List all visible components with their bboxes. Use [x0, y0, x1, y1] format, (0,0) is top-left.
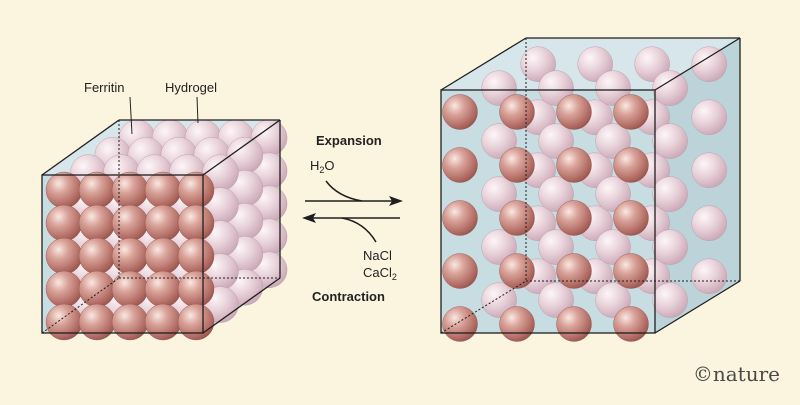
hydrogel-leader: [196, 96, 199, 124]
cube-front-edge: [440, 89, 656, 334]
hydrogel-label: Hydrogel: [165, 80, 218, 95]
cube-edge: [654, 37, 741, 91]
ferritin-sphere: [177, 303, 215, 341]
ferritin-sphere: [111, 303, 149, 341]
ferritin-sphere: [613, 200, 649, 236]
copyright-symbol: ©: [692, 362, 713, 386]
ferritin-sphere: [177, 270, 215, 308]
ferritin-sphere: [613, 94, 649, 130]
ferritin-sphere: [691, 152, 727, 188]
ferritin-sphere: [78, 171, 116, 209]
ferritin-leader: [129, 96, 133, 135]
ferritin-sphere: [691, 258, 727, 294]
forward-arrowhead: [389, 196, 403, 206]
salt-curve: [341, 217, 377, 243]
ferritin-sphere: [144, 270, 182, 308]
ferritin-sphere: [111, 237, 149, 275]
ferritin-sphere: [45, 303, 83, 341]
ferritin-sphere: [144, 204, 182, 242]
ferritin-sphere: [652, 176, 688, 212]
ferritin-sphere: [442, 253, 478, 289]
ferritin-sphere: [442, 94, 478, 130]
ferritin-sphere: [499, 306, 535, 342]
ferritin-sphere: [45, 270, 83, 308]
cube-front-edge: [41, 174, 204, 334]
logo-wordmark: nature: [712, 362, 780, 386]
ferritin-sphere: [691, 205, 727, 241]
ferritin-sphere: [442, 200, 478, 236]
ferritin-sphere: [613, 253, 649, 289]
ferritin-label: Ferritin: [84, 80, 125, 95]
ferritin-sphere: [556, 306, 592, 342]
contracted-hydrogel-cube: [41, 119, 288, 341]
ferritin-sphere: [691, 99, 727, 135]
ferritin-sphere: [111, 171, 149, 209]
ferritin-sphere: [442, 306, 478, 342]
equilibrium-arrows: [302, 180, 403, 243]
expanded-hydrogel-cube: [440, 37, 741, 342]
ferritin-sphere: [499, 253, 535, 289]
cube-hidden-edge: [440, 280, 527, 334]
ferritin-sphere: [45, 237, 83, 275]
ferritin-sphere: [442, 147, 478, 183]
ferritin-sphere: [499, 200, 535, 236]
ferritin-sphere: [144, 237, 182, 275]
ferritin-sphere: [652, 229, 688, 265]
ferritin-sphere: [45, 171, 83, 209]
ferritin-sphere: [556, 253, 592, 289]
water-reagent-label: H2O: [310, 158, 335, 175]
ferritin-sphere: [556, 94, 592, 130]
ferritin-sphere: [177, 204, 215, 242]
cube-edge: [41, 119, 120, 176]
ferritin-sphere: [78, 270, 116, 308]
ferritin-sphere: [177, 171, 215, 209]
ferritin-sphere: [556, 200, 592, 236]
cube-edge: [202, 277, 281, 334]
salt-reagents-label: NaCl CaCl2: [363, 248, 397, 282]
nature-logo: ©nature: [693, 362, 780, 386]
ferritin-sphere: [652, 70, 688, 106]
ferritin-sphere: [78, 303, 116, 341]
ferritin-sphere: [691, 46, 727, 82]
reverse-arrowhead: [302, 213, 316, 223]
ferritin-sphere: [499, 147, 535, 183]
expansion-label: Expansion: [316, 133, 382, 148]
cube-edge: [440, 37, 527, 91]
ferritin-sphere: [556, 147, 592, 183]
cube-edge: [654, 280, 741, 334]
ferritin-sphere: [652, 123, 688, 159]
ferritin-sphere: [613, 147, 649, 183]
ferritin-sphere: [111, 204, 149, 242]
ferritin-sphere: [111, 270, 149, 308]
ferritin-sphere: [78, 237, 116, 275]
ferritin-sphere: [499, 94, 535, 130]
ferritin-sphere: [45, 204, 83, 242]
contraction-label: Contraction: [312, 289, 385, 304]
water-curve: [325, 180, 363, 202]
cube-edge: [202, 119, 281, 176]
ferritin-sphere: [177, 237, 215, 275]
ferritin-sphere: [652, 282, 688, 318]
ferritin-sphere: [613, 306, 649, 342]
ferritin-sphere: [144, 303, 182, 341]
label-leader-lines: [129, 96, 199, 135]
ferritin-sphere: [78, 204, 116, 242]
ferritin-sphere: [144, 171, 182, 209]
